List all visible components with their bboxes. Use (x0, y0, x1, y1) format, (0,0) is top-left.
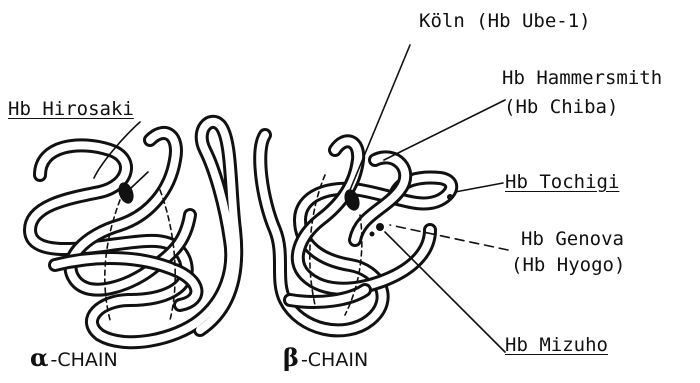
alpha-symbol: α (30, 343, 48, 372)
leader-mizuho (385, 232, 505, 352)
beta-chain-label: -CHAIN (301, 349, 368, 371)
beta-symbol: β (283, 343, 299, 372)
label-hb-hammersmith: Hb Hammersmith (502, 69, 662, 88)
label-hb-genova: Hb Genova (521, 230, 624, 249)
label-hb-mizuho: Hb Mizuho (505, 336, 608, 355)
leader-tochigi (455, 183, 503, 192)
beta-chain-ribbon (260, 135, 453, 330)
leader-hammersmith (384, 100, 505, 160)
alpha-chain-label: -CHAIN (50, 349, 117, 371)
beta-chain-caption: β-CHAIN (283, 346, 368, 370)
label-hb-hirosaki: Hb Hirosaki (8, 100, 134, 119)
label-koln: Köln (Hb Ube-1) (419, 12, 591, 31)
alpha-chain-ribbon (30, 122, 236, 342)
alpha-chain-caption: α-CHAIN (30, 346, 118, 370)
leader-genova (390, 225, 508, 250)
label-hb-tochigi: Hb Tochigi (505, 173, 619, 192)
label-hb-hyogo: (Hb Hyogo) (511, 256, 625, 275)
label-hb-chiba: (Hb Chiba) (504, 98, 618, 117)
